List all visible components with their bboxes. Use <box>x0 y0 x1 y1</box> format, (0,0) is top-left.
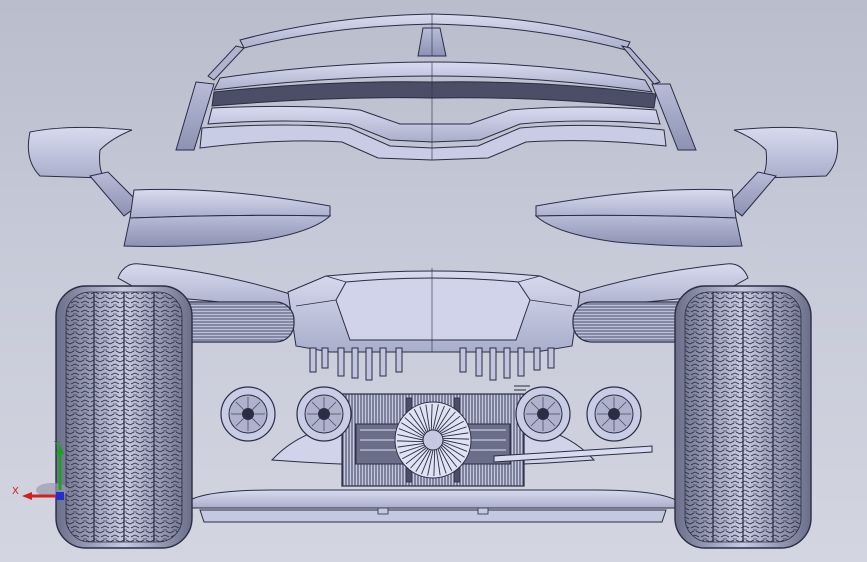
tail-light-rib <box>235 401 245 411</box>
right-side-sill[interactable] <box>534 188 743 247</box>
tail-light-rib <box>327 417 337 427</box>
fan-blade <box>442 439 469 446</box>
tail-light-rib <box>546 401 556 411</box>
left-rear-fender[interactable] <box>117 263 291 311</box>
left-side-mirror[interactable] <box>27 126 141 217</box>
left-inner-tail-light[interactable] <box>296 386 352 442</box>
fan-blade <box>441 444 462 463</box>
tail-light-rib <box>601 401 611 411</box>
fan-blade <box>437 448 447 474</box>
tail-light-rib <box>311 417 321 427</box>
left-side-sill[interactable] <box>123 188 332 247</box>
fan-blade <box>442 443 465 458</box>
tail-light-bulb <box>242 408 254 420</box>
left-outer-tail-light[interactable] <box>220 386 276 442</box>
axis-triad: X Y <box>12 440 68 500</box>
fan-blade <box>408 412 426 434</box>
fan-blade <box>441 426 467 436</box>
right-rear-tire[interactable] <box>674 285 812 549</box>
fan-blade <box>404 417 425 436</box>
fan-blade <box>439 415 461 433</box>
tail-light-rib <box>601 417 611 427</box>
fan-blade <box>398 428 424 439</box>
rear-diffuser-fins[interactable] <box>309 347 555 381</box>
rear-spoiler[interactable] <box>207 13 661 85</box>
tail-light-rib <box>235 417 245 427</box>
exhaust-rod[interactable] <box>493 385 653 463</box>
fan-blade <box>397 434 424 441</box>
y-axis-arrow <box>56 444 64 454</box>
fan-blade <box>401 422 424 437</box>
fan-blade <box>432 404 439 431</box>
fan-blade <box>402 446 426 460</box>
fan-blade <box>442 437 470 440</box>
fan-blade <box>396 440 424 443</box>
tail-light-rib <box>311 401 321 411</box>
tail-light-rib <box>617 417 627 427</box>
tail-light-bulb <box>537 408 549 420</box>
tail-light-rib <box>251 401 261 411</box>
fan-blade <box>413 409 427 433</box>
fan-blade <box>442 432 469 438</box>
fan-blade <box>405 447 427 465</box>
fan-blade <box>440 446 458 468</box>
fan-blade <box>430 403 433 431</box>
under-tray[interactable] <box>189 489 677 523</box>
x-axis-label: X <box>12 486 19 497</box>
fan-blade <box>397 442 424 448</box>
fan-blade <box>425 404 431 431</box>
tail-light-rib <box>530 417 540 427</box>
fan-blade <box>419 406 429 432</box>
fan-blade <box>433 449 436 477</box>
fan-blade <box>440 420 464 434</box>
tail-light-bulb <box>318 408 330 420</box>
fan-blade <box>421 449 432 475</box>
fan-blade <box>399 444 425 454</box>
z-axis-marker <box>56 492 64 500</box>
rear-deck[interactable] <box>175 61 697 161</box>
tail-light-rib <box>530 401 540 411</box>
right-side-mirror[interactable] <box>727 126 839 217</box>
right-rear-fender[interactable] <box>575 263 749 311</box>
fan-blade <box>427 449 434 476</box>
y-axis-label: Y <box>53 440 61 451</box>
fan-blade <box>434 405 445 431</box>
right-inner-tail-light[interactable] <box>515 386 571 442</box>
tail-light-rib <box>327 401 337 411</box>
fan-blade <box>436 408 451 431</box>
left-rear-tire[interactable] <box>55 285 193 549</box>
x-axis-arrow <box>22 492 32 500</box>
fan-blade <box>442 441 468 452</box>
cooling-fan[interactable] <box>394 401 472 479</box>
rear-center-body[interactable] <box>287 268 581 353</box>
fan-blade <box>415 449 430 472</box>
fan-blade <box>437 411 456 432</box>
tail-light-bulb <box>608 408 620 420</box>
fan-blade <box>439 447 453 471</box>
right-outer-tail-light[interactable] <box>586 386 642 442</box>
tail-light-rib <box>617 401 627 411</box>
fan-blade <box>410 448 429 469</box>
fan-blade <box>435 449 441 476</box>
tail-light-rib <box>546 417 556 427</box>
fan-hub <box>422 429 444 451</box>
tail-light-rib <box>251 417 261 427</box>
